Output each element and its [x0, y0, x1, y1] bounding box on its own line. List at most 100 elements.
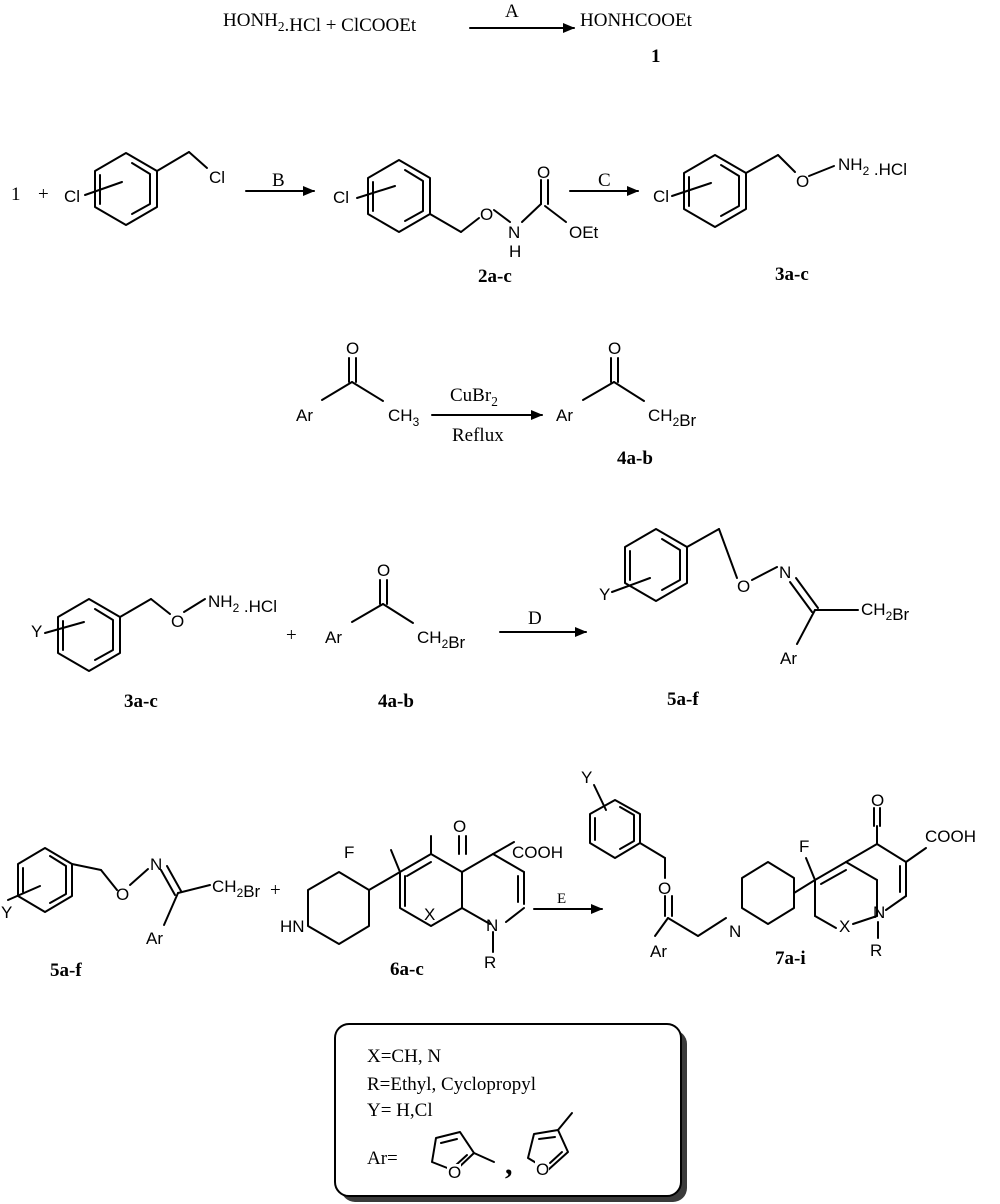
quinolone-6-structure — [307, 835, 525, 953]
oxime-ether-5-structure — [7, 847, 211, 926]
compound-2-structure — [356, 159, 567, 233]
carbonyl-oxygen: O — [346, 339, 359, 358]
compound-label-3a-c: 3a-c — [124, 691, 158, 712]
nitrogen-atom: N — [486, 916, 498, 935]
ethoxy-group: OEt — [569, 223, 599, 242]
step-1-reaction: HONH2.HCl + ClCOOEt A HONHCOOEt 1 — [223, 1, 693, 67]
bromomethyl-group: CH2Br — [648, 406, 697, 430]
bromoketone-structure — [351, 579, 414, 624]
plus-sign: + — [270, 880, 281, 901]
compound-3-structure — [44, 598, 206, 672]
carboxylic-acid-group: COOH — [512, 843, 563, 862]
compound-label-4a-b: 4a-b — [378, 691, 414, 712]
fluorine-atom: F — [344, 843, 354, 862]
reagent-e: E — [557, 891, 566, 907]
furan-3-yl-structure — [527, 1112, 573, 1174]
amine-hydrochloride: NH2 .HCl — [208, 592, 277, 616]
compound-label-2a-c: 2a-c — [478, 266, 512, 287]
reactant-1-ref: 1 — [11, 184, 21, 205]
furan-oxygen: O — [448, 1163, 461, 1182]
oxygen-atom: O — [737, 577, 750, 596]
bromomethyl-group: CH2Br — [861, 600, 910, 624]
compound-label-5a-f: 5a-f — [667, 689, 699, 710]
compound-label-4a-b: 4a-b — [617, 448, 653, 469]
aryl-group: Ar — [146, 929, 163, 948]
legend-y-definition: Y= H,Cl — [367, 1100, 433, 1121]
reagent-a: A — [505, 1, 519, 22]
r-substituent: R — [870, 941, 882, 960]
nitrogen-atom: N — [150, 855, 162, 874]
piperazine-nh: HN — [280, 917, 305, 936]
legend-comma: , — [505, 1148, 513, 1181]
oxygen-atom: O — [796, 172, 809, 191]
bromomethyl-group: CH2Br — [212, 877, 261, 901]
reagent-c: C — [598, 170, 611, 191]
plus-sign: + — [286, 625, 297, 646]
aryl-methyl-ketone-structure — [321, 357, 384, 402]
legend-x-definition: X=CH, N — [367, 1046, 441, 1067]
legend-box: X=CH, N R=Ethyl, Cyclopropyl Y= H,Cl Ar=… — [334, 1023, 687, 1202]
compound-label-5a-f: 5a-f — [50, 960, 82, 981]
step-2-reaction: 1 + Cl Cl B Cl O — [11, 151, 907, 287]
bromomethyl-group: CH2Br — [417, 628, 466, 652]
fluorine-atom: F — [799, 837, 809, 856]
chlorobenzyl-chloride-structure — [84, 151, 208, 226]
legend-ar-definition: Ar= — [367, 1148, 398, 1169]
nitrogen-atom: N — [508, 223, 520, 242]
cl-substituent: Cl — [653, 187, 669, 206]
y-substituent: Y — [1, 903, 12, 922]
hydrogen-atom: H — [509, 242, 521, 261]
cl-substituent: Cl — [333, 188, 349, 207]
y-substituent: Y — [581, 768, 592, 787]
compound-label-6a-c: 6a-c — [390, 959, 424, 980]
carbonyl-oxygen: O — [537, 163, 550, 182]
reagent-cubr2: CuBr2 — [450, 385, 498, 409]
x-atom: X — [424, 905, 435, 924]
reagent-reflux: Reflux — [452, 425, 504, 446]
r-substituent: R — [484, 953, 496, 972]
oxime-ether-5-structure — [611, 528, 859, 645]
furan-oxygen: O — [536, 1160, 549, 1179]
nitrogen-atom: N — [729, 922, 741, 941]
reagent-d: D — [528, 608, 542, 629]
carbonyl-oxygen: O — [377, 561, 390, 580]
compound-3-structure — [671, 154, 835, 228]
reagent-b: B — [272, 170, 285, 191]
x-atom: X — [839, 917, 850, 936]
y-substituent: Y — [31, 622, 42, 641]
step-3-reaction: O Ar CH3 CuBr2 Reflux O Ar CH2Br 4a-b — [296, 339, 697, 469]
product-1-formula: HONHCOOEt — [580, 10, 693, 31]
oxygen-atom: O — [658, 879, 671, 898]
compound-7-structure — [589, 784, 927, 939]
y-substituent: Y — [599, 585, 610, 604]
compound-label-1: 1 — [651, 46, 661, 67]
compound-label-3a-c: 3a-c — [775, 264, 809, 285]
amine-hydrochloride: NH2 .HCl — [838, 155, 907, 179]
aryl-group: Ar — [325, 628, 342, 647]
aryl-group: Ar — [650, 942, 667, 961]
bromoketone-structure — [582, 357, 645, 402]
oxygen-atom: O — [171, 612, 184, 631]
cl-substituent: Cl — [64, 187, 80, 206]
nitrogen-atom: N — [779, 563, 791, 582]
carbonyl-oxygen: O — [608, 339, 621, 358]
carbonyl-oxygen: O — [453, 817, 466, 836]
compound-label-7a-i: 7a-i — [775, 948, 806, 969]
furan-2-yl-structure — [431, 1131, 495, 1178]
plus-sign: + — [38, 184, 49, 205]
step-4-reaction: Y O NH2 .HCl 3a-c + O Ar CH2Br 4a-b D — [31, 528, 910, 712]
step-5-reaction: Y O N CH2Br Ar 5a-f + F O — [1, 768, 976, 981]
nitrogen-atom: N — [873, 903, 885, 922]
aryl-group: Ar — [780, 649, 797, 668]
legend-r-definition: R=Ethyl, Cyclopropyl — [367, 1074, 536, 1095]
carboxylic-acid-group: COOH — [925, 827, 976, 846]
oxygen-atom: O — [116, 885, 129, 904]
oxygen-atom: O — [480, 205, 493, 224]
aryl-group: Ar — [556, 406, 573, 425]
aryl-group: Ar — [296, 406, 313, 425]
cl-chloromethyl: Cl — [209, 168, 225, 187]
carbonyl-oxygen: O — [871, 791, 884, 810]
step1-reactants: HONH2.HCl + ClCOOEt — [223, 10, 417, 36]
